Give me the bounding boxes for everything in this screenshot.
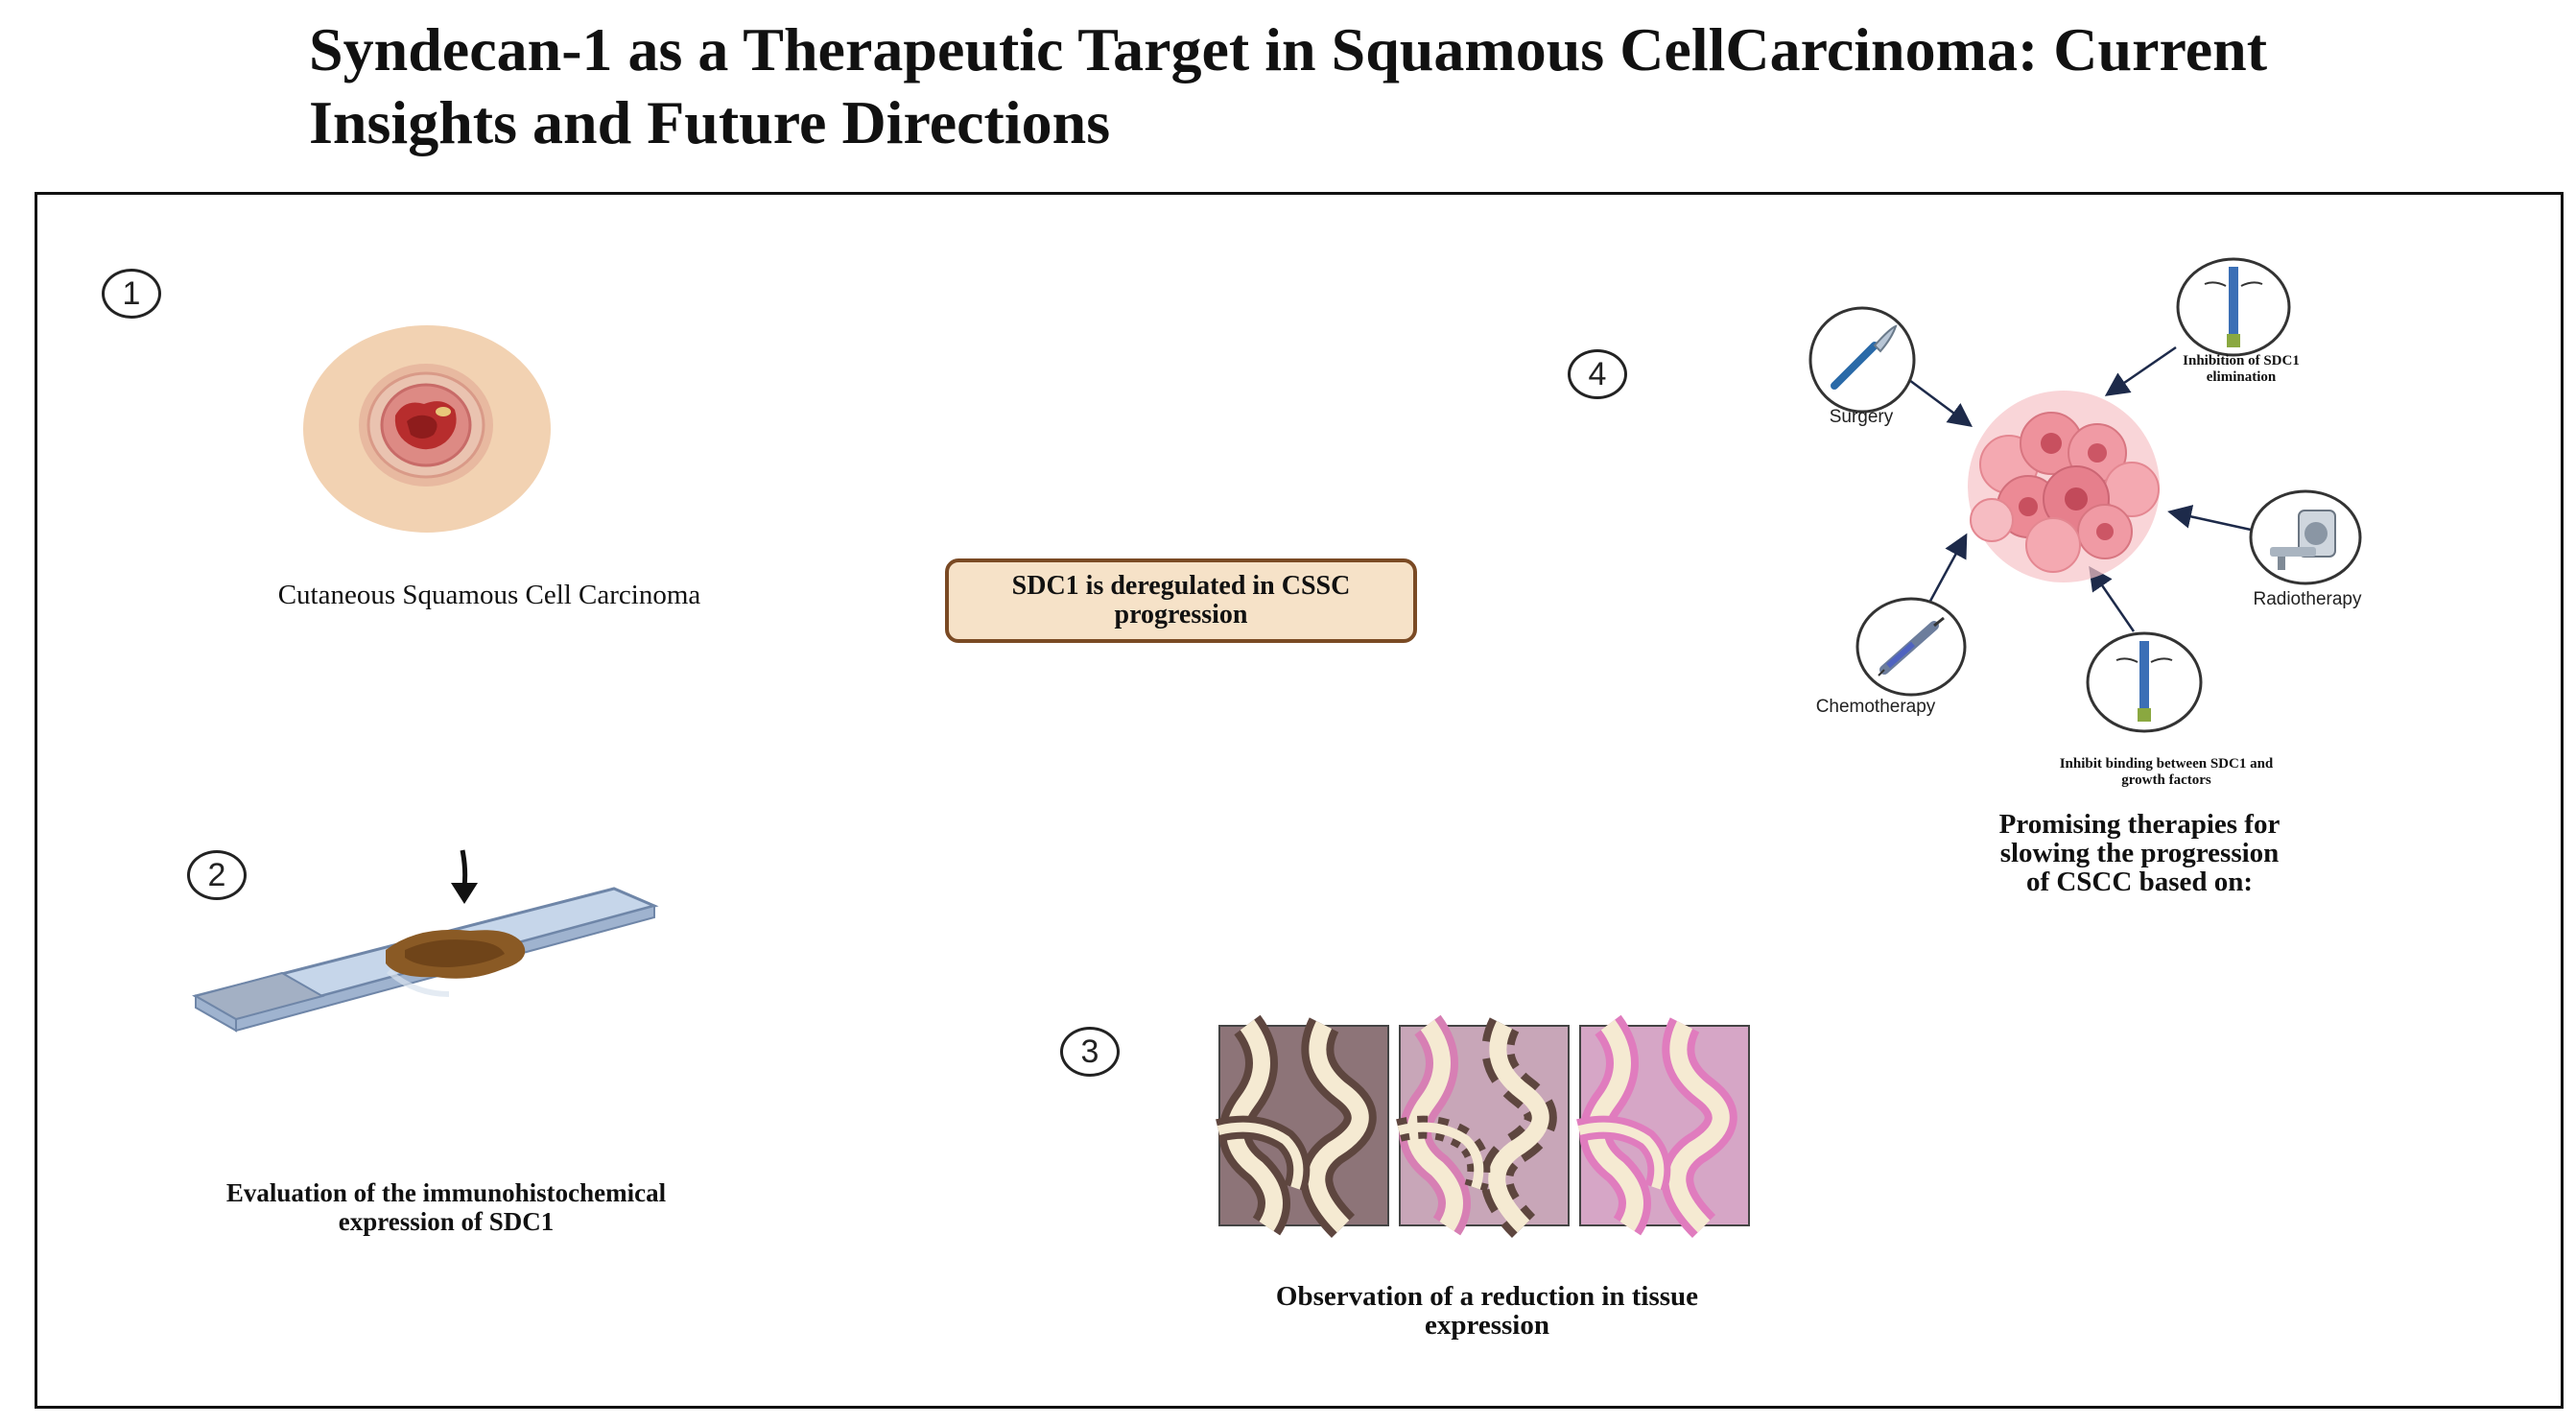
- step-2-caption: Evaluation of the immunohistochemical ex…: [225, 1178, 667, 1236]
- sdc1-deregulated-box: SDC1 is deregulated in CSSC progression: [945, 558, 1417, 643]
- page-title: Syndecan-1 as a Therapeutic Target in Sq…: [309, 15, 2268, 156]
- down-arrow-icon: [451, 849, 478, 904]
- tumor-cluster-illustration: [1968, 391, 2160, 582]
- step-1-badge: 1: [102, 269, 161, 319]
- growth-factor-inhibitor-icon: [2086, 631, 2203, 733]
- step-3-caption: Observation of a reduction in tissue exp…: [1275, 1281, 1699, 1341]
- step-3-badge: 3: [1060, 1027, 1120, 1077]
- therapy-radiotherapy-label: Radiotherapy: [2253, 589, 2362, 609]
- step-2-badge: 2: [187, 850, 247, 900]
- skin-lesion-illustration: [303, 325, 551, 533]
- syringe-icon: [1855, 597, 1967, 697]
- tissue-panel-low-expression: [1576, 1014, 1750, 1239]
- therapy-chemotherapy-label: Chemotherapy: [1815, 697, 1936, 717]
- microscope-slide-illustration: [192, 887, 659, 1033]
- step-1-caption: Cutaneous Squamous Cell Carcinoma: [277, 580, 701, 610]
- figure-frame: [35, 192, 2564, 1409]
- step-4-caption: Promising therapies for slowing the prog…: [1998, 809, 2281, 897]
- therapy-binding-label: Inhibit binding between SDC1 and growth …: [2059, 756, 2274, 788]
- inhibitor-molecule-icon: [2176, 257, 2291, 357]
- radiotherapy-machine-icon: [2249, 489, 2362, 585]
- therapy-surgery-label: Surgery: [1829, 407, 1894, 427]
- tissue-panel-high-expression: [1216, 1014, 1389, 1239]
- scalpel-icon: [1808, 306, 1916, 414]
- step-4-badge: 4: [1568, 349, 1627, 399]
- tissue-panel-partial-expression: [1396, 1014, 1570, 1239]
- therapy-inhibition-label: Inhibition of SDC1 elimination: [2183, 353, 2300, 385]
